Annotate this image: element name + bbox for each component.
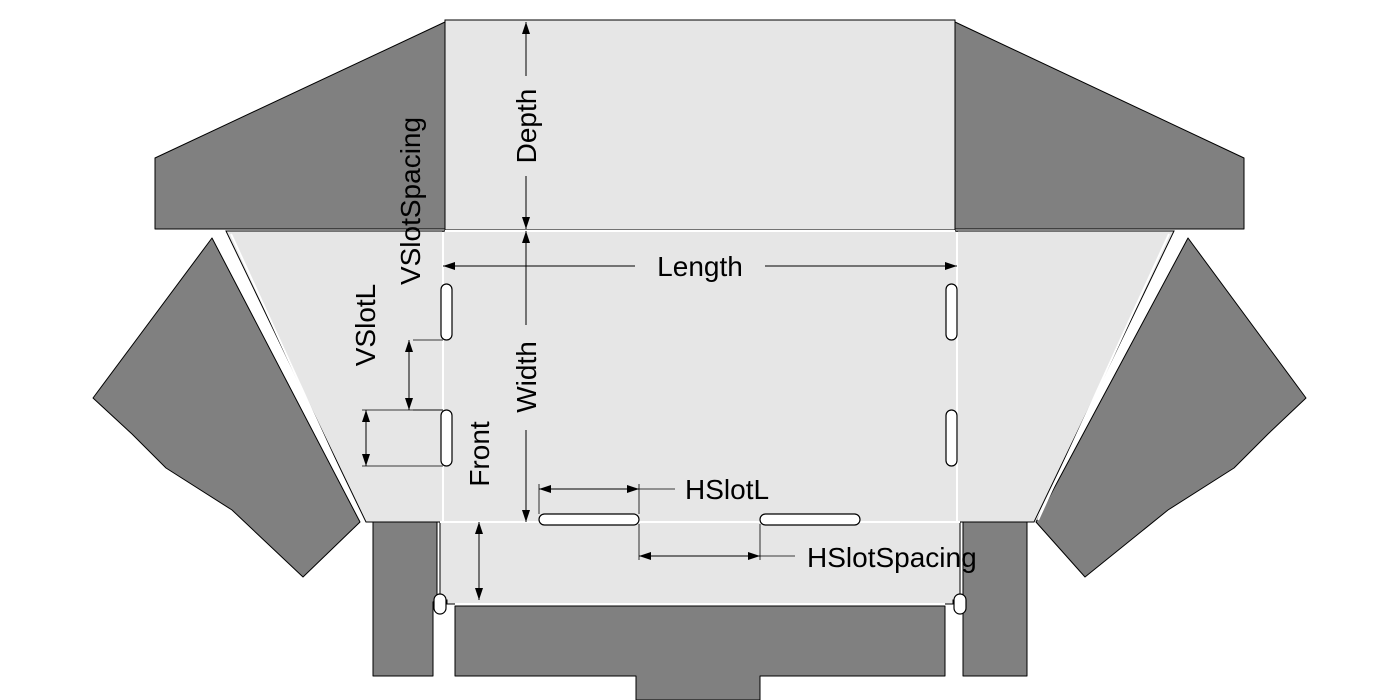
horizontal-slot <box>538 513 640 526</box>
right-side-flap <box>1035 237 1307 578</box>
corner-notch <box>953 593 967 615</box>
corner-notch <box>433 593 447 615</box>
bottom-left-tab <box>372 521 438 677</box>
left-side-flap <box>92 237 361 578</box>
top-right-flap <box>954 21 1245 230</box>
vertical-slot <box>440 283 453 341</box>
vertical-slot <box>440 409 453 467</box>
front-label: Front <box>464 421 495 487</box>
vslot-spacing-label: VSlotSpacing <box>395 117 426 285</box>
hslot-spacing-label: HSlotSpacing <box>807 542 977 573</box>
dimension-labels: Depth VSlotSpacing Length VSlotL Width F… <box>350 89 977 573</box>
vslot-l-label: VSlotL <box>350 284 381 367</box>
vertical-slot <box>945 283 958 341</box>
width-label: Width <box>511 341 542 413</box>
dark-flaps <box>92 21 1307 700</box>
base-panel <box>442 230 958 523</box>
crease-lines <box>230 230 1170 605</box>
light-panels <box>225 19 1175 605</box>
depth-panel <box>444 19 956 231</box>
slots <box>433 283 967 615</box>
hslot-l-label: HSlotL <box>685 474 769 505</box>
vertical-slot <box>945 409 958 467</box>
horizontal-slot <box>759 513 861 526</box>
bottom-front-flap <box>454 605 946 700</box>
length-label: Length <box>657 251 743 282</box>
depth-label: Depth <box>511 89 542 164</box>
dimension-lines <box>362 22 957 600</box>
